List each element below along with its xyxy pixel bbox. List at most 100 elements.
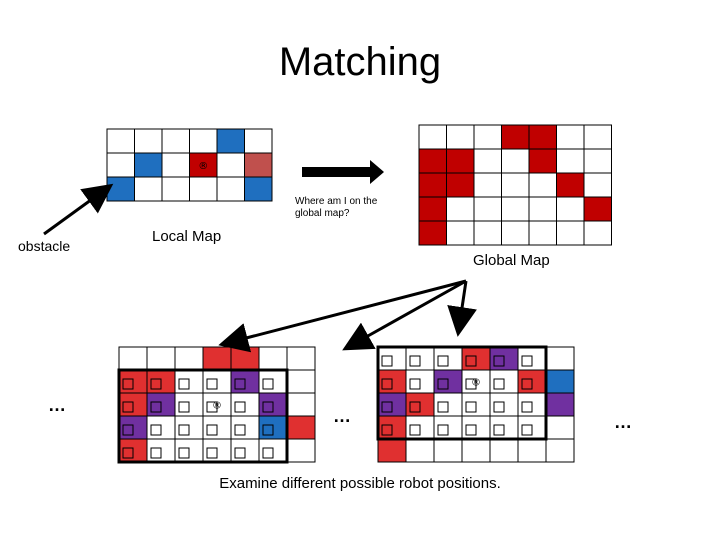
grid-cell (189, 128, 218, 154)
local-cell-marker (178, 424, 190, 436)
local-cell-marker (150, 447, 162, 459)
grid-cell (106, 152, 135, 178)
grid-cell (583, 220, 612, 246)
local-cell-marker (178, 447, 190, 459)
grid-cell (528, 220, 557, 246)
local-cell-marker (409, 424, 421, 436)
grid-cell (528, 172, 557, 198)
local-cell-marker (206, 424, 218, 436)
grid-cell (446, 196, 475, 222)
local-cell-marker (465, 355, 477, 367)
local-cell-marker (493, 378, 505, 390)
local-cell-marker (493, 424, 505, 436)
local-cell-marker (206, 401, 218, 413)
local-cell-marker (122, 401, 134, 413)
grid-cell (286, 415, 316, 440)
local-cell-marker (521, 401, 533, 413)
question-label: Where am I on the global map? (295, 196, 378, 219)
global-map-label: Global Map (473, 252, 550, 269)
grid-cell (216, 128, 245, 154)
grid-cell (202, 346, 232, 371)
grid-cell (556, 148, 585, 174)
grid-cell (556, 172, 585, 198)
grid-cell (405, 438, 435, 463)
grid-cell (473, 148, 502, 174)
grid-cell (189, 152, 218, 178)
ellipsis-right: … (614, 412, 632, 432)
grid-cell (216, 152, 245, 178)
grid-cell (473, 172, 502, 198)
grid-cell (418, 172, 447, 198)
grid-cell (286, 392, 316, 417)
local-map-grid: ® (106, 128, 273, 202)
grid-cell (446, 148, 475, 174)
obstacle-arrow (43, 183, 114, 236)
local-cell-marker (262, 424, 274, 436)
local-cell-marker (234, 378, 246, 390)
local-cell-marker (178, 378, 190, 390)
grid-cell (446, 124, 475, 150)
arrows-layer (43, 160, 477, 353)
grid-cell (501, 220, 530, 246)
grid-cell (545, 438, 575, 463)
candidate-right-grid: ® (376, 345, 575, 463)
grid-cell (418, 220, 447, 246)
local-cell-marker (262, 378, 274, 390)
grid-cell (244, 152, 273, 178)
grid-cell (528, 196, 557, 222)
local-cell-marker (234, 447, 246, 459)
grid-cell (489, 438, 519, 463)
grid-cell (418, 148, 447, 174)
grid-cell (545, 346, 575, 371)
grid-cell (230, 346, 260, 371)
grid-cell (106, 128, 135, 154)
grid-cell (286, 346, 316, 371)
local-cell-marker (150, 378, 162, 390)
local-cell-marker (206, 378, 218, 390)
local-cell-marker (262, 447, 274, 459)
grid-cell (473, 220, 502, 246)
examine-label: Examine different possible robot positio… (219, 475, 501, 492)
robot-icon: ® (212, 401, 222, 412)
local-cell-marker (381, 401, 393, 413)
local-cell-marker (150, 401, 162, 413)
local-cell-marker (521, 424, 533, 436)
grid-cell (583, 196, 612, 222)
grid-cell (161, 176, 190, 202)
local-cell-marker (122, 447, 134, 459)
local-map-window (117, 368, 289, 464)
grid-cell (501, 124, 530, 150)
local-cell-marker (381, 378, 393, 390)
ellipsis-middle: … (333, 406, 351, 426)
grid-cell (433, 438, 463, 463)
local-cell-marker (234, 401, 246, 413)
grid-cell (545, 415, 575, 440)
grid-cell (161, 152, 190, 178)
grid-cell (286, 369, 316, 394)
robot-icon: ® (198, 161, 208, 172)
page-title: Matching (278, 40, 442, 84)
local-cell-marker (437, 378, 449, 390)
grid-cell (528, 148, 557, 174)
grid-cell (118, 346, 148, 371)
ellipsis-left: … (48, 395, 66, 415)
local-cell-marker (178, 401, 190, 413)
grid-cell (556, 196, 585, 222)
grid-cell (501, 172, 530, 198)
grid-cell (528, 124, 557, 150)
local-cell-marker (206, 447, 218, 459)
arrow-to-left-candidate (218, 279, 467, 353)
grid-cell (258, 346, 288, 371)
grid-cell (517, 438, 547, 463)
local-cell-marker (150, 424, 162, 436)
local-map-window (376, 345, 548, 441)
local-cell-marker (465, 401, 477, 413)
grid-cell (545, 369, 575, 394)
local-cell-marker (521, 355, 533, 367)
local-map-label: Local Map (152, 228, 222, 245)
grid-cell (501, 196, 530, 222)
grid-cell (473, 196, 502, 222)
arrow-to-right-candidate (447, 280, 477, 337)
grid-cell (174, 346, 204, 371)
